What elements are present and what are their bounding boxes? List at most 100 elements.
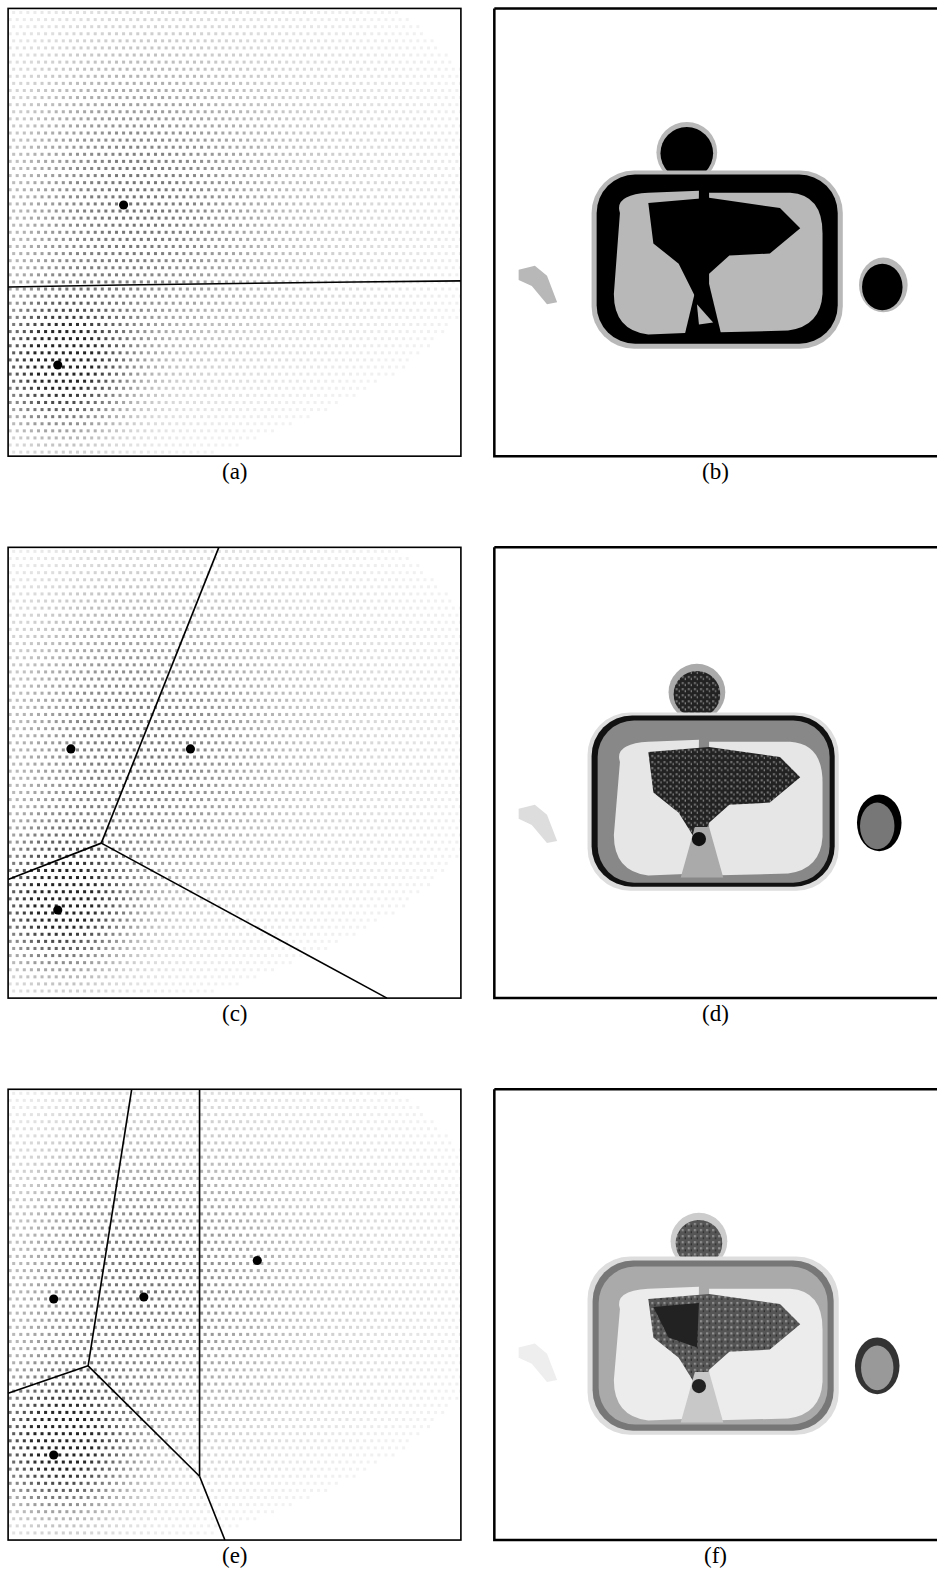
scatter-point xyxy=(349,146,352,149)
scatter-point xyxy=(360,110,363,113)
scatter-point xyxy=(108,18,111,21)
scatter-point xyxy=(303,124,306,127)
scatter-point xyxy=(211,181,214,184)
scatter-point xyxy=(452,110,455,113)
scatter-point xyxy=(119,224,122,227)
scatter-point xyxy=(406,75,409,78)
scatter-point xyxy=(37,117,40,120)
scatter-point xyxy=(101,103,104,106)
scatter-point xyxy=(317,39,320,42)
scatter-point xyxy=(317,153,320,156)
scatter-point xyxy=(438,153,441,156)
scatter-point xyxy=(438,68,441,71)
scatter-point xyxy=(16,75,19,78)
scatter-point xyxy=(37,75,40,78)
scatter-point xyxy=(395,25,398,28)
scatter-point xyxy=(225,11,228,14)
scatter-point xyxy=(204,139,207,142)
scatter-point xyxy=(133,195,136,198)
scatter-point xyxy=(55,210,58,213)
scatter-point xyxy=(423,110,426,113)
scatter-point xyxy=(204,110,207,113)
scatter-point xyxy=(37,188,40,191)
scatter-point xyxy=(296,124,299,127)
scatter-point xyxy=(37,146,40,149)
scatter-point xyxy=(296,25,299,28)
scatter-point xyxy=(76,195,79,198)
scatter-point xyxy=(296,139,299,142)
scatter-point xyxy=(186,32,189,35)
scatter-point xyxy=(292,217,295,220)
scatter-point xyxy=(158,188,161,191)
scatter-point xyxy=(395,195,398,198)
scatter-point xyxy=(441,160,444,163)
scatter-point xyxy=(218,110,221,113)
scatter-point xyxy=(119,210,122,213)
scatter-point xyxy=(399,18,402,21)
scatter-point xyxy=(30,103,33,106)
scatter-point xyxy=(129,217,132,220)
scatter-point xyxy=(161,11,164,14)
scatter-point xyxy=(423,96,426,99)
scatter-point xyxy=(243,75,246,78)
scatter-point xyxy=(431,167,434,170)
scatter-point xyxy=(225,167,228,170)
scatter-point xyxy=(402,210,405,213)
scatter-point xyxy=(122,103,125,106)
scatter-point xyxy=(136,18,139,21)
scatter-point xyxy=(349,75,352,78)
scatter-point xyxy=(299,117,302,120)
scatter-point xyxy=(264,18,267,21)
scatter-point xyxy=(285,217,288,220)
scatter-point xyxy=(225,96,228,99)
scatter-point xyxy=(90,224,93,227)
scatter-point xyxy=(303,68,306,71)
scatter-point xyxy=(37,32,40,35)
scatter-point xyxy=(420,160,423,163)
scatter-point xyxy=(370,61,373,64)
scatter-point xyxy=(147,139,150,142)
scatter-point xyxy=(23,174,26,177)
scatter-point xyxy=(214,61,217,64)
scatter-point xyxy=(338,39,341,42)
scatter-point xyxy=(111,181,114,184)
scatter-point xyxy=(420,146,423,149)
scatter-point xyxy=(406,132,409,135)
scatter-point xyxy=(126,167,129,170)
scatter-point xyxy=(154,25,157,28)
scatter-point xyxy=(12,68,15,71)
scatter-point xyxy=(65,46,68,49)
scatter-point xyxy=(253,110,256,113)
scatter-point xyxy=(236,174,239,177)
scatter-point xyxy=(395,224,398,227)
scatter-point xyxy=(182,153,185,156)
scatter-point xyxy=(236,231,239,234)
scatter-point xyxy=(243,46,246,49)
scatter-point xyxy=(129,61,132,64)
scatter-point xyxy=(236,117,239,120)
scatter-point xyxy=(434,188,437,191)
scatter-point xyxy=(285,132,288,135)
scatter-point xyxy=(253,195,256,198)
scatter-point xyxy=(19,210,22,213)
scatter-point xyxy=(232,181,235,184)
scatter-point xyxy=(158,117,161,120)
scatter-point xyxy=(147,96,150,99)
scatter-point xyxy=(363,174,366,177)
scatter-point xyxy=(452,68,455,71)
scatter-point xyxy=(69,82,72,85)
scatter-point xyxy=(399,46,402,49)
scatter-point xyxy=(76,68,79,71)
scatter-point xyxy=(267,11,270,14)
scatter-point xyxy=(101,75,104,78)
scatter-point xyxy=(448,132,451,135)
scatter-point xyxy=(243,32,246,35)
scatter-point xyxy=(72,146,75,149)
scatter-point xyxy=(360,25,363,28)
scatter-point xyxy=(331,181,334,184)
scatter-point xyxy=(402,25,405,28)
scatter-point xyxy=(370,46,373,49)
scatter-point xyxy=(19,181,22,184)
scatter-point xyxy=(204,25,207,28)
scatter-point xyxy=(104,39,107,42)
